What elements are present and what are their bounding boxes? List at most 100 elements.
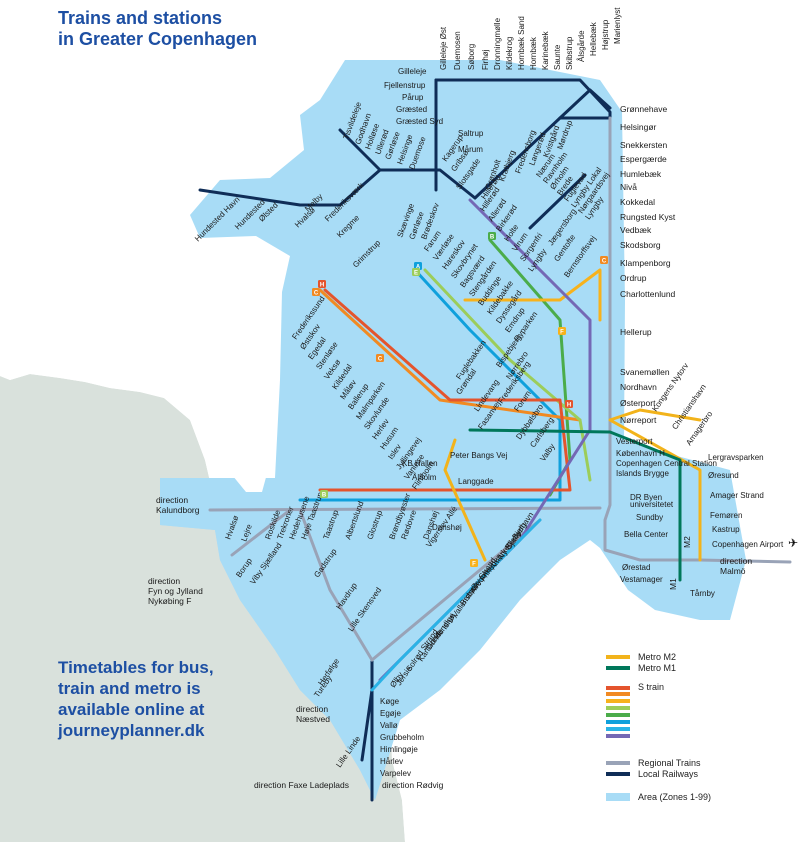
svg-text:C: C: [602, 259, 607, 265]
direction-naestved-line-0: direction: [296, 704, 328, 714]
station-label-lergravsparken: Lergravsparken: [708, 453, 764, 462]
station-label-nivå: Nivå: [620, 182, 637, 192]
line-badge-c-2: C: [600, 256, 608, 265]
station-label-hårlev: Hårlev: [380, 757, 403, 766]
svg-text:A: A: [416, 265, 421, 271]
legend-swatch-area: [606, 793, 630, 801]
station-label-vedbæk: Vedbæk: [620, 225, 652, 235]
station-label-græsted: Græsted: [396, 105, 427, 114]
station-label-universitetet: universitetet: [630, 500, 674, 509]
line-local-naerum: [528, 173, 587, 230]
station-label-peter-bangs-vej: Peter Bangs Vej: [450, 451, 508, 460]
station-label-copenhagen-central-station: Copenhagen Central Station: [616, 459, 717, 468]
station-label-snekkersten: Snekkersten: [620, 140, 668, 150]
legend-label-m2: Metro M2: [638, 652, 677, 662]
map-title: Trains and stations in Greater Copenhage…: [58, 8, 358, 50]
line-regional-fyn: [230, 508, 292, 557]
line-badge-b-0: B: [488, 232, 496, 241]
station-label-hornbæk-sand: Hornbæk Sand: [517, 16, 526, 70]
station-label-saltrup: Saltrup: [458, 129, 484, 138]
station-label-firhøj: Firhøj: [481, 49, 490, 70]
promo-line-3: available online at: [58, 700, 205, 719]
station-label-dr-byen: DR Byen: [630, 493, 662, 502]
svg-text:C: C: [314, 291, 319, 297]
legend-swatch-s-lightblue: [606, 727, 630, 731]
line-local-gilleleje: [434, 78, 612, 192]
legend-swatch-s-lime: [606, 706, 630, 710]
station-label-hellebæk: Hellebæk: [589, 21, 598, 56]
svg-text:B: B: [490, 235, 495, 241]
line-regional-west: [208, 506, 602, 512]
station-label-nørreport: Nørreport: [620, 415, 657, 425]
station-label-højstrup: Højstrup: [601, 19, 610, 50]
direction-rodvig-line-0: direction Rødvig: [382, 780, 444, 790]
station-label-ordrup: Ordrup: [620, 273, 647, 283]
station-label-grønnehave: Grønnehave: [620, 104, 668, 114]
svg-text:H: H: [567, 403, 571, 409]
legend-label-m1: Metro M1: [638, 663, 677, 673]
direction-fyn-line-0: direction: [148, 576, 180, 586]
station-label-søborg: Søborg: [467, 44, 476, 70]
svg-text:B: B: [322, 493, 327, 499]
legend-m1: Metro M1: [606, 663, 796, 674]
legend-label-area: Area (Zones 1-99): [638, 792, 712, 802]
line-badge-e-0: E: [412, 268, 420, 277]
legend-label-local: Local Railways: [638, 769, 699, 779]
station-label-himlingøje: Himlingøje: [380, 745, 418, 754]
station-label-københavn-h: København H: [616, 449, 665, 458]
line-s-south: [370, 518, 542, 692]
line-badge-c-0: C: [312, 288, 320, 297]
station-label-helsingør: Helsingør: [620, 122, 657, 132]
direction-naestved-line-1: Næstved: [296, 714, 330, 724]
line-badge-h-0: H: [318, 280, 326, 289]
svg-text:H: H: [320, 283, 324, 289]
station-label-kildekrog: Kildekrog: [505, 37, 514, 70]
direction-faxe-line-0: direction Faxe Ladeplads: [254, 780, 349, 790]
line-s-A: [298, 268, 562, 502]
legend-swatch-s-blue: [606, 720, 630, 724]
station-label-græsted-syd: Græsted Syd: [396, 117, 443, 126]
legend-s-green: [606, 712, 796, 719]
promo-line-2: train and metro is: [58, 679, 201, 698]
legend-m2: Metro M2: [606, 652, 796, 663]
station-label-vallø: Vallø: [380, 721, 398, 730]
station-label-øresund: Øresund: [708, 471, 739, 480]
station-label-saunte: Saunte: [553, 44, 562, 70]
station-label-gilleleje: Gilleleje: [398, 67, 427, 76]
direction-fyn-line-2: Nykøbing F: [148, 596, 191, 606]
direction-kalundborg-line-1: Kalundborg: [156, 505, 200, 515]
map-title-line-1: Trains and stations: [58, 8, 223, 28]
station-label-fjellenstrup: Fjellenstrup: [384, 81, 426, 90]
legend-local: Local Railways: [606, 769, 796, 780]
station-label-ørestad: Ørestad: [622, 563, 650, 572]
map-legend: Metro M2 Metro M1 S train Regional Train…: [606, 652, 796, 803]
station-label-skibstrup: Skibstrup: [565, 36, 574, 70]
line-badge-h-1: H: [565, 400, 573, 409]
legend-s-purple: [606, 733, 796, 740]
station-label-skodsborg: Skodsborg: [620, 240, 661, 250]
station-label-mårum: Mårum: [458, 145, 483, 154]
legend-label-s: S train: [638, 682, 665, 692]
line-local-fredensborg: [473, 116, 612, 200]
station-label-tårnby: Tårnby: [690, 589, 715, 598]
station-label-espergærde: Espergærde: [620, 154, 667, 164]
legend-swatch-s-red: [606, 686, 630, 690]
station-label-copenhagen-airport: Copenhagen Airport: [712, 540, 784, 549]
line-badge-bx-0: B: [320, 490, 328, 499]
line-local-grib: [558, 88, 612, 120]
legend-area: Area (Zones 1-99): [606, 792, 796, 803]
station-label-danshøj: Danshøj: [432, 523, 462, 532]
legend-s-blue: [606, 719, 796, 726]
legend-s-lime: [606, 705, 796, 712]
legend-swatch-m1: [606, 666, 630, 670]
station-label-kastrup: Kastrup: [712, 525, 740, 534]
line-s-F: [463, 268, 602, 322]
journeyplanner-promo: Timetables for bus, train and metro is a…: [58, 657, 318, 741]
airplane-icon: ✈: [788, 536, 798, 550]
station-label-pårup: Pårup: [402, 93, 424, 102]
direction-malmo-line-1: Malmö: [720, 566, 746, 576]
station-label-vestamager: Vestamager: [620, 575, 663, 584]
line-local-lille-linde: [360, 688, 374, 762]
station-label-vesterport: Vesterport: [616, 437, 653, 446]
line-metro-m1: [468, 428, 682, 582]
